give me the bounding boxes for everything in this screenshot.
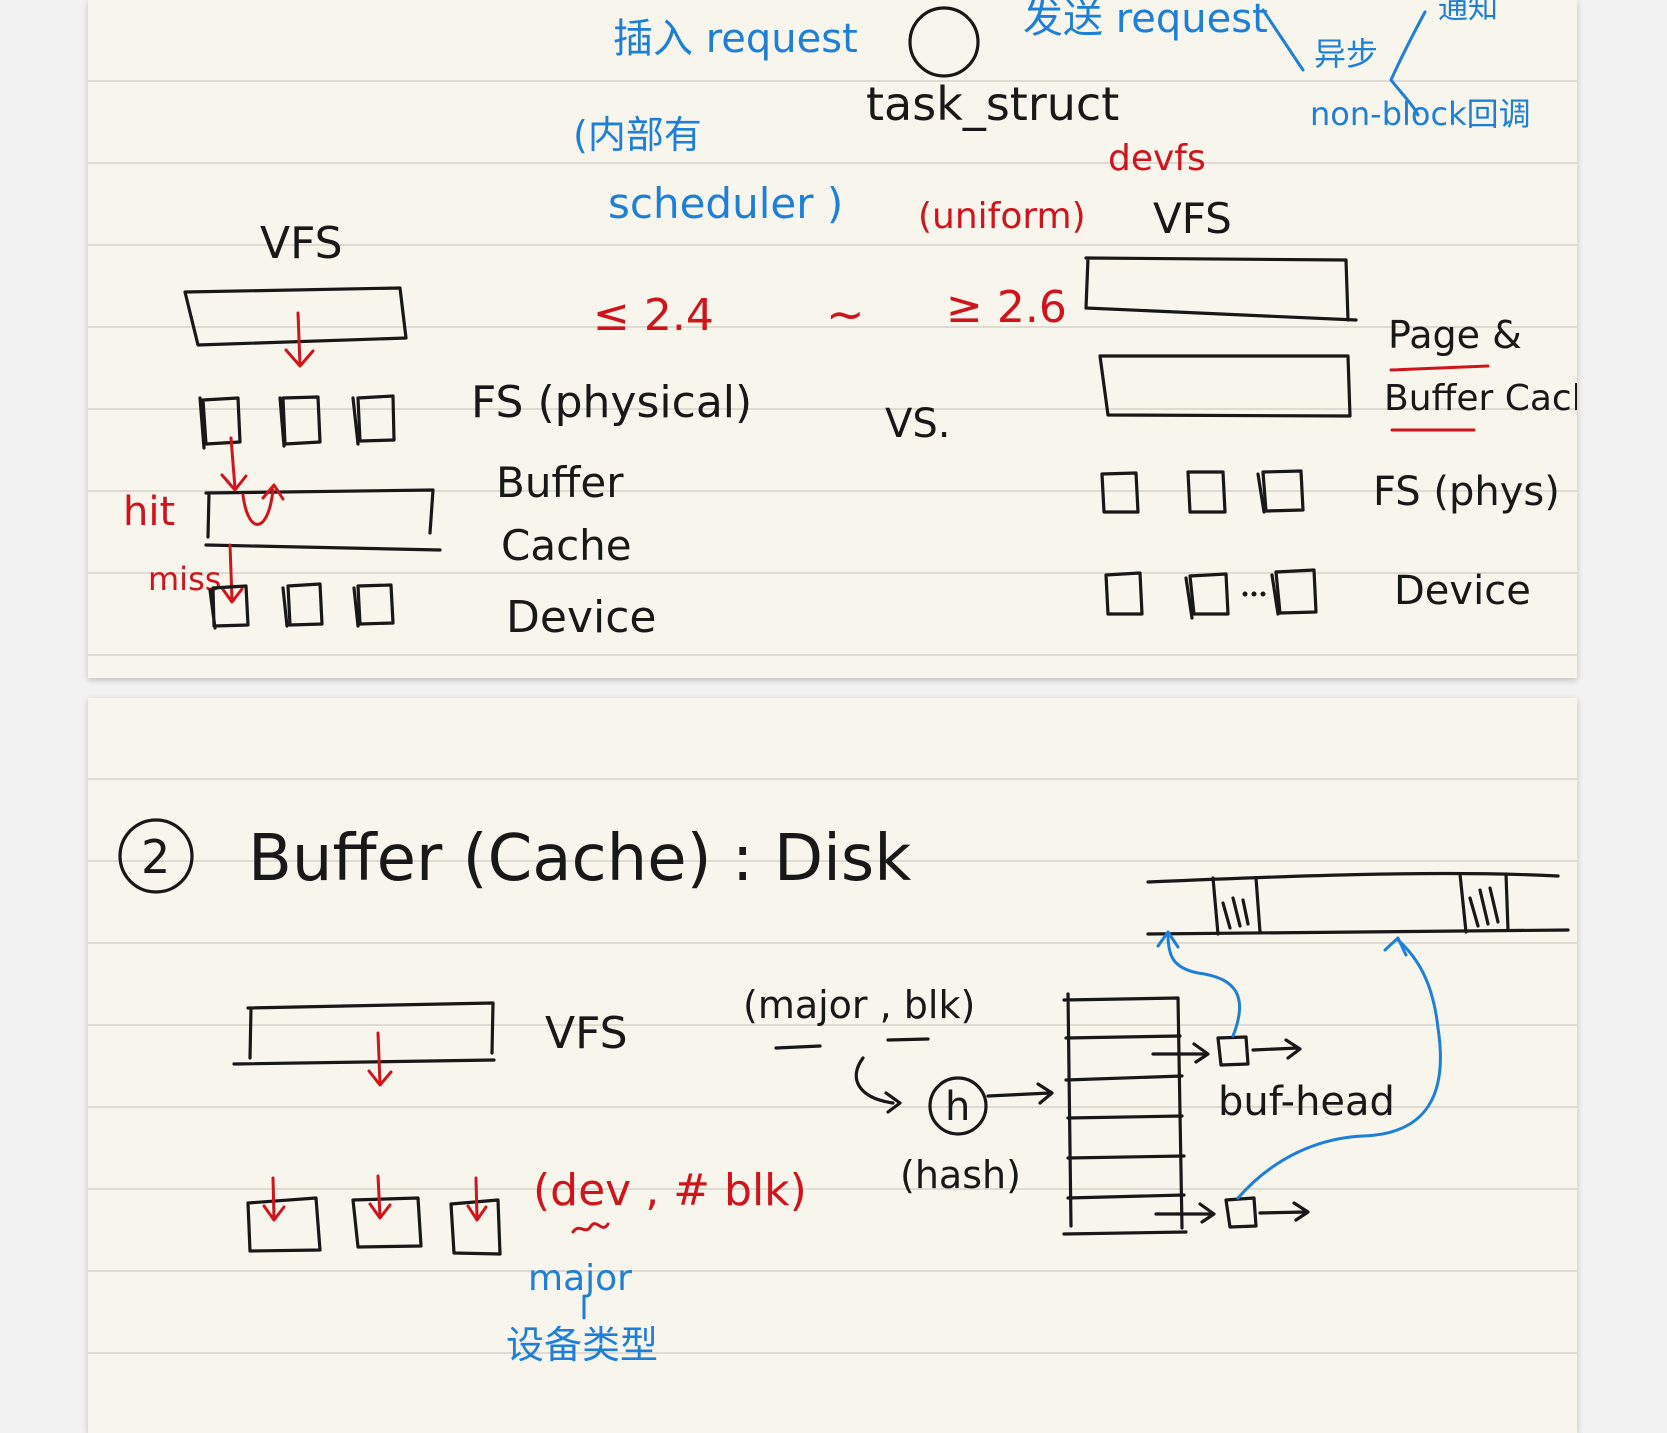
note-send-request: 发送 request — [1023, 0, 1268, 42]
page-buffer-cache-box-right — [1098, 354, 1352, 418]
circled-number-badge — [118, 818, 194, 894]
note-hit: hit — [123, 489, 175, 535]
buffer-head-chain-1 — [1151, 1035, 1302, 1067]
note-non-block-callback: non-block回调 — [1310, 95, 1531, 133]
hash-function-circle — [928, 1076, 988, 1136]
buf-head-to-disk-arrow-1 — [1156, 930, 1242, 1038]
page-underline — [1389, 364, 1490, 372]
major-underline — [774, 1037, 930, 1050]
note-device-type: 设备类型 — [506, 1323, 658, 1367]
note-ge-2-6: ≥ 2.6 — [946, 282, 1067, 333]
note-major: major — [528, 1258, 632, 1299]
label-cache-left: Cache — [501, 521, 632, 570]
vfs-down-arrow-left — [284, 311, 315, 368]
note-scheduler: scheduler ) — [608, 179, 843, 228]
fs-phys-boxes-right — [1100, 469, 1305, 514]
label-task-struct: task_struct — [866, 77, 1119, 131]
note-tilde: ~ — [826, 287, 865, 341]
process-circle — [908, 6, 980, 78]
label-hash: (hash) — [900, 1153, 1021, 1197]
label-buf-head: buf-head — [1218, 1079, 1395, 1125]
vfs-down-arrow — [367, 1031, 393, 1087]
device-boxes — [246, 1174, 502, 1256]
notebook-page-2: 2 Buffer (Cache) : Disk VFS (dev , # blk… — [88, 698, 1577, 1433]
note-insert-request: 插入 request — [613, 16, 858, 62]
vfs-box — [232, 1001, 496, 1066]
key-to-hash-arrow — [854, 1056, 902, 1114]
label-device-left: Device — [506, 592, 656, 643]
page-1-drawing: 插入 request 发送 request 异步 通知 non-block回调 … — [123, 0, 1577, 643]
note-le-2-4: ≤ 2.4 — [593, 290, 714, 341]
label-device-right: Device — [1394, 568, 1531, 614]
notebook-page-1: 插入 request 发送 request 异步 通知 non-block回调 … — [88, 0, 1577, 678]
miss-down-arrow — [220, 543, 244, 604]
label-h: h — [945, 1084, 970, 1130]
label-major-blk: (major , blk) — [743, 983, 975, 1027]
note-devfs: devfs — [1108, 138, 1206, 179]
async-bracket-right — [1389, 10, 1427, 117]
device-boxes-right — [1104, 568, 1318, 620]
label-vfs-right: VFS — [1153, 194, 1232, 243]
note-async: 异步 — [1314, 35, 1378, 73]
label-page-and: Page & — [1388, 313, 1522, 357]
label-buffer-left: Buffer — [496, 458, 624, 507]
hash-to-table-arrow — [986, 1082, 1054, 1105]
disk-strip — [1146, 871, 1570, 936]
vfs-box-left — [183, 286, 408, 347]
vfs-box-right — [1084, 256, 1358, 322]
label-fs-physical: FS (physical) — [471, 377, 752, 428]
label-vfs-left: VFS — [260, 218, 343, 269]
label-fs-phys: FS (phys) — [1373, 469, 1560, 515]
hash-table — [1062, 992, 1188, 1236]
note-notify: 通知 — [1438, 0, 1498, 26]
note-uniform: (uniform) — [918, 196, 1086, 237]
heading-buffer-cache-disk: Buffer (Cache) : Disk — [248, 822, 911, 896]
async-bracket-left — [1261, 8, 1305, 72]
page-2-drawing: 2 Buffer (Cache) : Disk VFS (dev , # blk… — [118, 818, 1570, 1367]
note-internal-has: (内部有 — [573, 113, 702, 157]
fs-physical-boxes-left — [198, 394, 396, 450]
hit-down-arrow — [220, 436, 248, 492]
hit-return-arrow — [241, 483, 285, 526]
buffer-head-chain-2 — [1154, 1196, 1310, 1229]
label-buffer-cache-right: Buffer Cache — [1384, 378, 1577, 419]
note-dev-blk: (dev , # blk) — [533, 1165, 807, 1216]
dev-squiggle — [571, 1222, 610, 1234]
label-vs: VS. — [885, 401, 950, 447]
circled-number: 2 — [141, 830, 170, 884]
buf-head-to-disk-arrow-2 — [1236, 936, 1442, 1200]
device-boxes-left — [208, 582, 395, 630]
label-vfs: VFS — [545, 1008, 628, 1059]
buffer-cache-box-left — [204, 488, 442, 552]
